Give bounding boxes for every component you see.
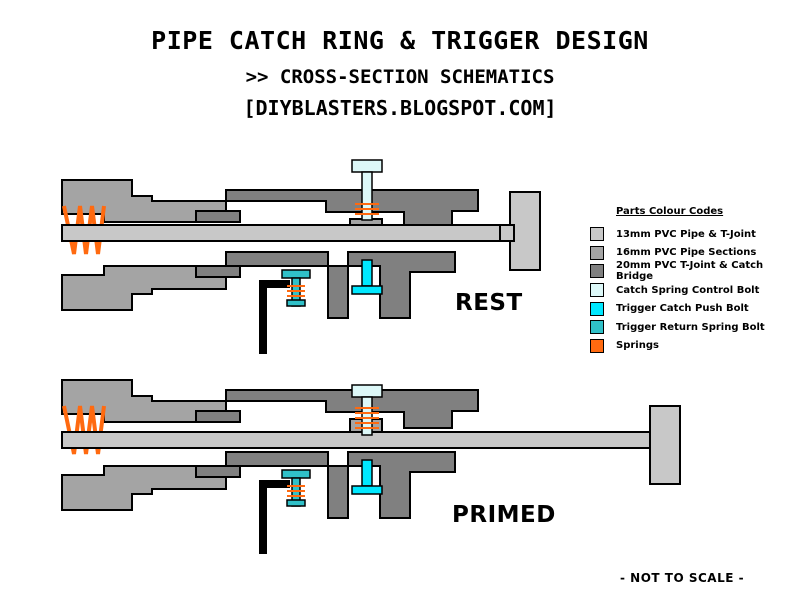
legend-item: 20mm PVC T-Joint & Catch Bridge: [590, 260, 790, 283]
control-spring: [355, 407, 379, 429]
control-spring: [355, 203, 379, 215]
control-bolt-shaft: [361, 171, 373, 221]
rest-label: REST: [455, 290, 523, 316]
legend-item: 13mm PVC Pipe & T-Joint: [590, 225, 790, 244]
legend-item: Springs: [590, 337, 790, 356]
primed-label: PRIMED: [452, 502, 556, 528]
diagram-subtitle: >> CROSS-SECTION SCHEMATICS: [245, 66, 555, 88]
legend: Parts Colour Codes 13mm PVC Pipe & T-Joi…: [590, 206, 790, 355]
legend-title: Parts Colour Codes: [616, 206, 724, 217]
legend-list: 13mm PVC Pipe & T-Joint 16mm PVC Pipe Sec…: [590, 225, 790, 355]
control-bolt-shaft: [361, 396, 373, 436]
legend-item: Trigger Return Spring Bolt: [590, 318, 790, 337]
diagram-title: PIPE CATCH RING & TRIGGER DESIGN: [151, 26, 649, 55]
legend-label: 13mm PVC Pipe & T-Joint: [616, 228, 756, 240]
source-url: [DIYBLASTERS.BLOGSPOT.COM]: [243, 96, 557, 120]
legend-label: Catch Spring Control Bolt: [616, 284, 760, 296]
legend-label: Springs: [616, 340, 659, 352]
legend-swatch: [590, 227, 604, 242]
legend-swatch: [590, 301, 604, 316]
inner-pipe-cap-neck: [499, 224, 515, 242]
legend-swatch: [590, 264, 604, 279]
legend-item: Trigger Catch Push Bolt: [590, 299, 790, 318]
control-bolt-head: [351, 384, 383, 398]
inner-pipe-cap: [649, 405, 681, 485]
legend-swatch: [590, 245, 604, 260]
scale-note: - NOT TO SCALE -: [620, 571, 745, 585]
legend-swatch: [590, 283, 604, 298]
legend-item: 16mm PVC Pipe Sections: [590, 244, 790, 263]
inner-pipe-13mm: [61, 224, 511, 242]
legend-item: Catch Spring Control Bolt: [590, 281, 790, 300]
legend-swatch: [590, 320, 604, 335]
primed-assembly: [61, 380, 681, 554]
legend-label: 20mm PVC T-Joint & Catch Bridge: [616, 260, 764, 283]
legend-label: Trigger Return Spring Bolt: [616, 321, 765, 333]
legend-label: 16mm PVC Pipe Sections: [616, 247, 757, 259]
control-bolt-head: [351, 159, 383, 173]
rest-assembly: [61, 159, 541, 354]
legend-swatch: [590, 338, 604, 353]
legend-label: Trigger Catch Push Bolt: [616, 303, 749, 315]
inner-pipe-13mm: [61, 431, 653, 449]
